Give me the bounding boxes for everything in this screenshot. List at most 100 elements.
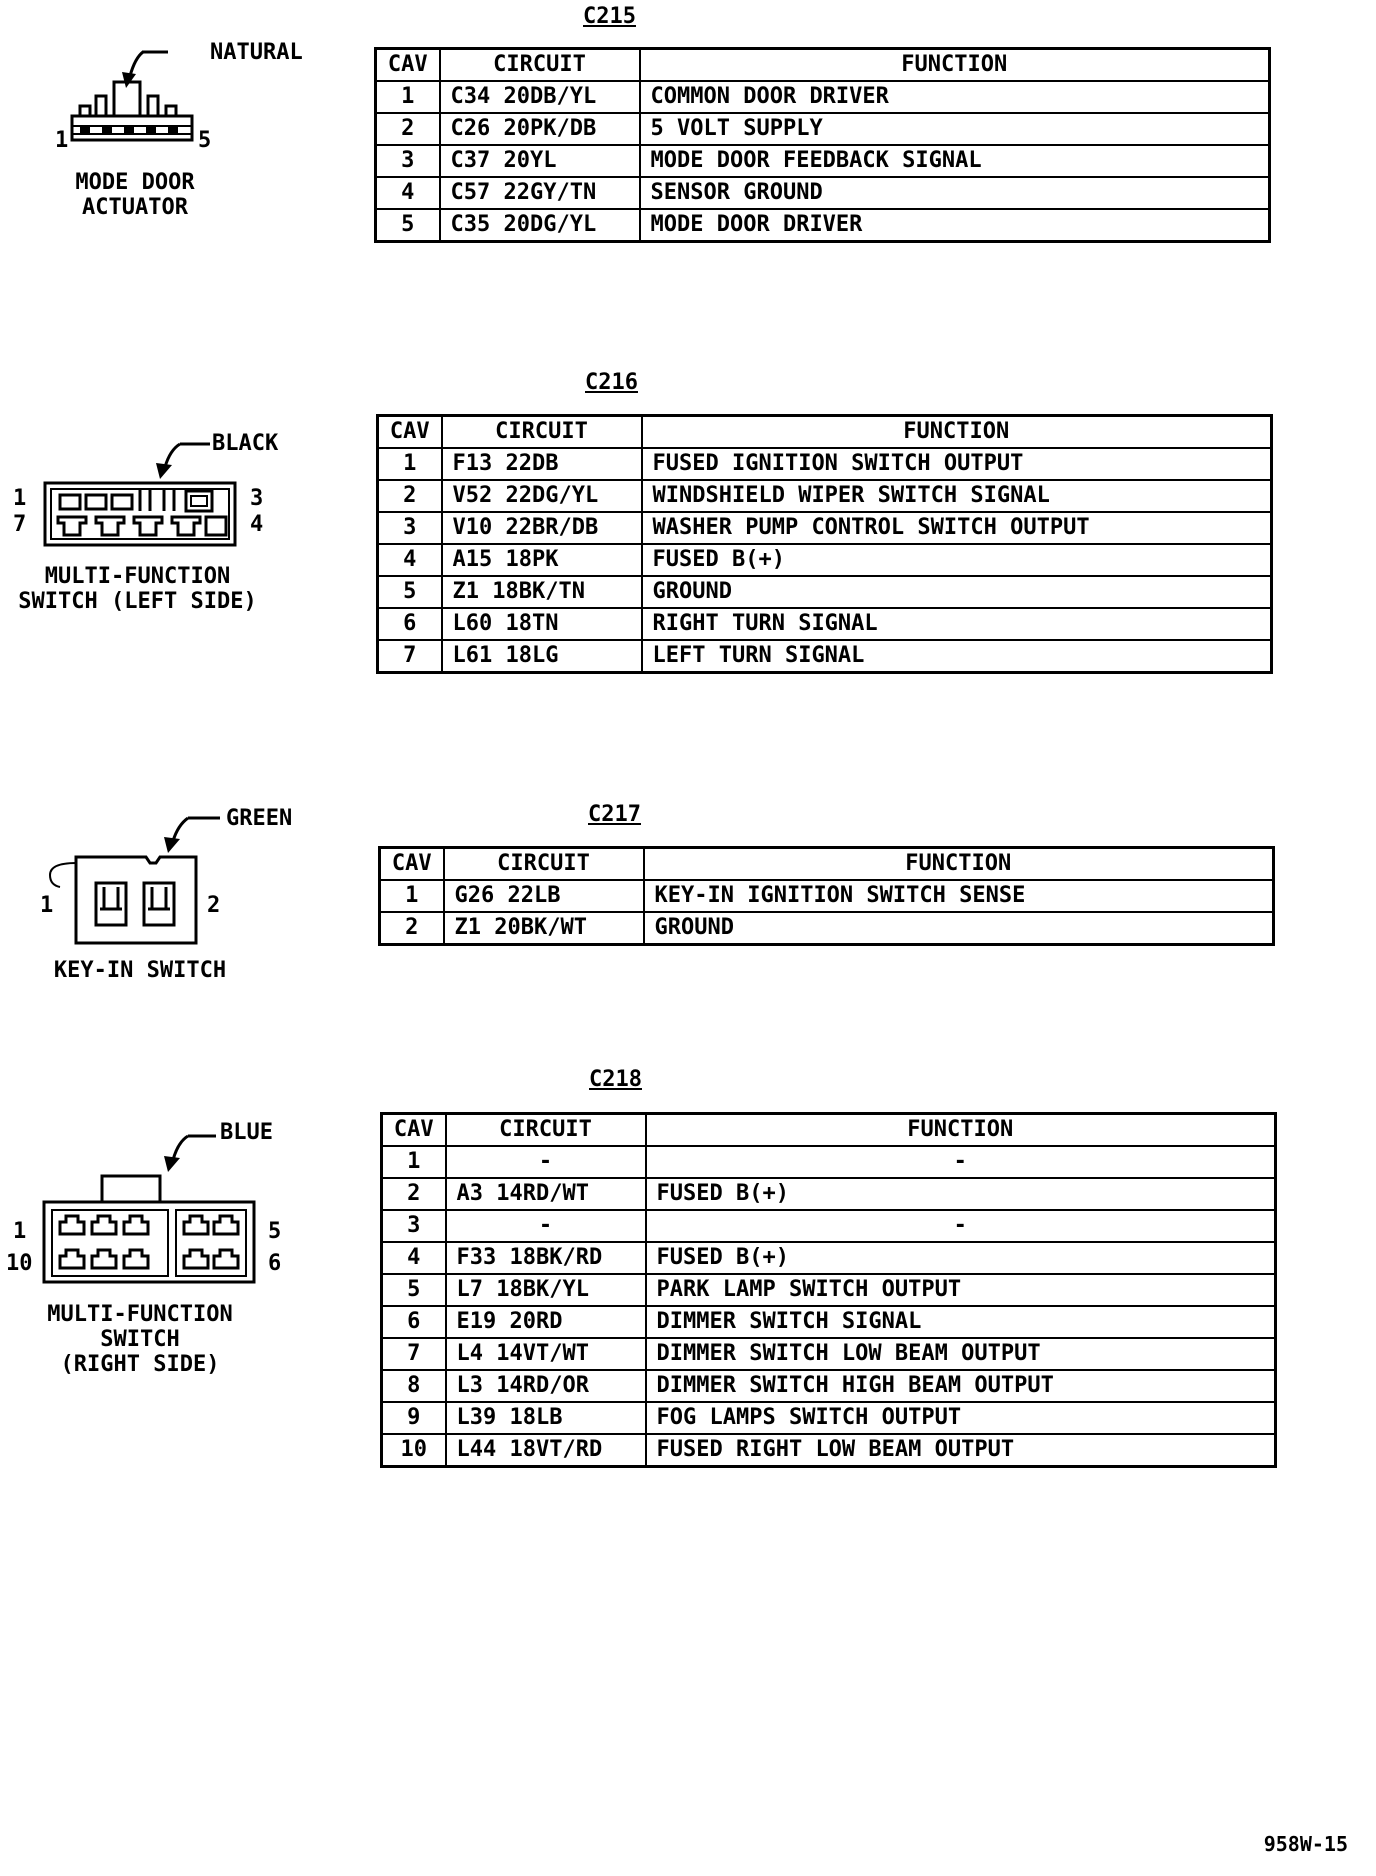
caption-line: ACTUATOR [82, 195, 188, 220]
connector-c218-drawing [42, 1134, 256, 1284]
circuit-cell: - [444, 1209, 647, 1243]
circuit-cell: L39 18LB [444, 1401, 647, 1435]
function-cell: GROUND [642, 911, 1275, 946]
cav-cell: 1 [376, 447, 443, 481]
header-function: FUNCTION [644, 1112, 1277, 1147]
cav-cell: 3 [376, 511, 443, 545]
connector-c216-drawing [43, 442, 237, 547]
header-cav: CAV [380, 1112, 447, 1147]
circuit-cell: V10 22BR/DB [440, 511, 643, 545]
circuit-cell: C35 20DG/YL [438, 208, 641, 243]
function-cell: KEY-IN IGNITION SWITCH SENSE [642, 879, 1275, 913]
cav-cell: 5 [376, 575, 443, 609]
table-row: 3 - - [380, 1209, 1277, 1243]
table-row: 8 L3 14RD/OR DIMMER SWITCH HIGH BEAM OUT… [380, 1369, 1277, 1403]
cav-cell: 2 [376, 479, 443, 513]
table-row: 1 F13 22DB FUSED IGNITION SWITCH OUTPUT [376, 447, 1273, 481]
function-cell: WASHER PUMP CONTROL SWITCH OUTPUT [640, 511, 1273, 545]
function-cell: DIMMER SWITCH LOW BEAM OUTPUT [644, 1337, 1277, 1371]
cav-cell: 3 [380, 1209, 447, 1243]
mode-door-actuator-connector-diagram [50, 38, 330, 228]
circuit-cell: Z1 20BK/WT [442, 911, 645, 946]
header-circuit: CIRCUIT [438, 47, 641, 82]
table-row: 1 G26 22LB KEY-IN IGNITION SWITCH SENSE [378, 879, 1275, 913]
table-row: 2 V52 22DG/YL WINDSHIELD WIPER SWITCH SI… [376, 479, 1273, 513]
header-circuit: CIRCUIT [440, 414, 643, 449]
pin-number-1: 1 [13, 1219, 27, 1244]
function-cell: FOG LAMPS SWITCH OUTPUT [644, 1401, 1277, 1435]
caption-line: KEY-IN SWITCH [53, 958, 227, 983]
circuit-cell: G26 22LB [442, 879, 645, 913]
table-row: 6 L60 18TN RIGHT TURN SIGNAL [376, 607, 1273, 641]
pin-table-c215: CAV CIRCUIT FUNCTION 1 C34 20DB/YL COMMO… [374, 47, 1271, 243]
function-cell: MODE DOOR DRIVER [638, 208, 1271, 243]
header-circuit: CIRCUIT [442, 846, 645, 881]
cav-cell: 2 [380, 1177, 447, 1211]
table-row: 4 F33 18BK/RD FUSED B(+) [380, 1241, 1277, 1275]
caption-line: SWITCH (LEFT SIDE) [18, 589, 257, 614]
circuit-cell: L61 18LG [440, 639, 643, 674]
circuit-cell: C37 20YL [438, 144, 641, 178]
pin-number-5: 5 [198, 128, 212, 153]
circuit-cell: A15 18PK [440, 543, 643, 577]
connector-color-label-c215: NATURAL [210, 40, 303, 65]
cav-cell: 5 [374, 208, 441, 243]
circuit-cell: Z1 18BK/TN [440, 575, 643, 609]
cav-cell: 7 [376, 639, 443, 674]
connector-color-label-c218: BLUE [220, 1120, 273, 1145]
cav-cell: 7 [380, 1337, 447, 1371]
table-row: 3 C37 20YL MODE DOOR FEEDBACK SIGNAL [374, 144, 1271, 178]
circuit-cell: C34 20DB/YL [438, 80, 641, 114]
cav-cell: 8 [380, 1369, 447, 1403]
circuit-cell: F33 18BK/RD [444, 1241, 647, 1275]
table-row: 2 Z1 20BK/WT GROUND [378, 911, 1275, 946]
pin-number-6: 6 [268, 1251, 282, 1276]
cav-cell: 4 [374, 176, 441, 210]
connector-title-c215: C215 [583, 4, 636, 29]
function-cell: - [644, 1209, 1277, 1243]
table-row: 2 A3 14RD/WT FUSED B(+) [380, 1177, 1277, 1211]
pin-number-1: 1 [55, 128, 69, 153]
circuit-cell: L44 18VT/RD [444, 1433, 647, 1468]
function-cell: - [644, 1145, 1277, 1179]
connector-c215-drawing [70, 50, 194, 142]
function-cell: LEFT TURN SIGNAL [640, 639, 1273, 674]
table-row: 5 Z1 18BK/TN GROUND [376, 575, 1273, 609]
function-cell: 5 VOLT SUPPLY [638, 112, 1271, 146]
cav-cell: 1 [374, 80, 441, 114]
circuit-cell: C57 22GY/TN [438, 176, 641, 210]
pin-number-1: 1 [40, 893, 54, 918]
table-row: 1 C34 20DB/YL COMMON DOOR DRIVER [374, 80, 1271, 114]
pin-table-c218: CAV CIRCUIT FUNCTION 1 - - 2 A3 14RD/WT … [380, 1112, 1277, 1468]
circuit-cell: - [444, 1145, 647, 1179]
function-cell: DIMMER SWITCH HIGH BEAM OUTPUT [644, 1369, 1277, 1403]
function-cell: DIMMER SWITCH SIGNAL [644, 1305, 1277, 1339]
function-cell: COMMON DOOR DRIVER [638, 80, 1271, 114]
table-header-row: CAV CIRCUIT FUNCTION [380, 1112, 1277, 1147]
cav-cell: 2 [374, 112, 441, 146]
figure-reference: 958W-15 [1263, 1832, 1348, 1856]
pin-number-3: 3 [250, 486, 264, 511]
circuit-cell: V52 22DG/YL [440, 479, 643, 513]
function-cell: FUSED IGNITION SWITCH OUTPUT [640, 447, 1273, 481]
table-header-row: CAV CIRCUIT FUNCTION [376, 414, 1273, 449]
circuit-cell: F13 22DB [440, 447, 643, 481]
table-row: 4 A15 18PK FUSED B(+) [376, 543, 1273, 577]
circuit-cell: L3 14RD/OR [444, 1369, 647, 1403]
function-cell: WINDSHIELD WIPER SWITCH SIGNAL [640, 479, 1273, 513]
circuit-cell: A3 14RD/WT [444, 1177, 647, 1211]
multi-function-switch-right-connector-diagram [40, 1120, 280, 1290]
multi-function-switch-left-connector-diagram [40, 425, 280, 555]
header-function: FUNCTION [640, 414, 1273, 449]
connector-color-label-c216: BLACK [212, 431, 279, 456]
caption-line: MODE DOOR [75, 170, 195, 195]
table-row: 1 - - [380, 1145, 1277, 1179]
header-cav: CAV [376, 414, 443, 449]
connector-caption-c218: MULTI-FUNCTION SWITCH (RIGHT SIDE) [20, 1302, 260, 1377]
table-row: 7 L61 18LG LEFT TURN SIGNAL [376, 639, 1273, 674]
header-cav: CAV [378, 846, 445, 881]
caption-line: MULTI-FUNCTION [44, 564, 231, 589]
function-cell: GROUND [640, 575, 1273, 609]
cav-cell: 1 [380, 1145, 447, 1179]
function-cell: MODE DOOR FEEDBACK SIGNAL [638, 144, 1271, 178]
